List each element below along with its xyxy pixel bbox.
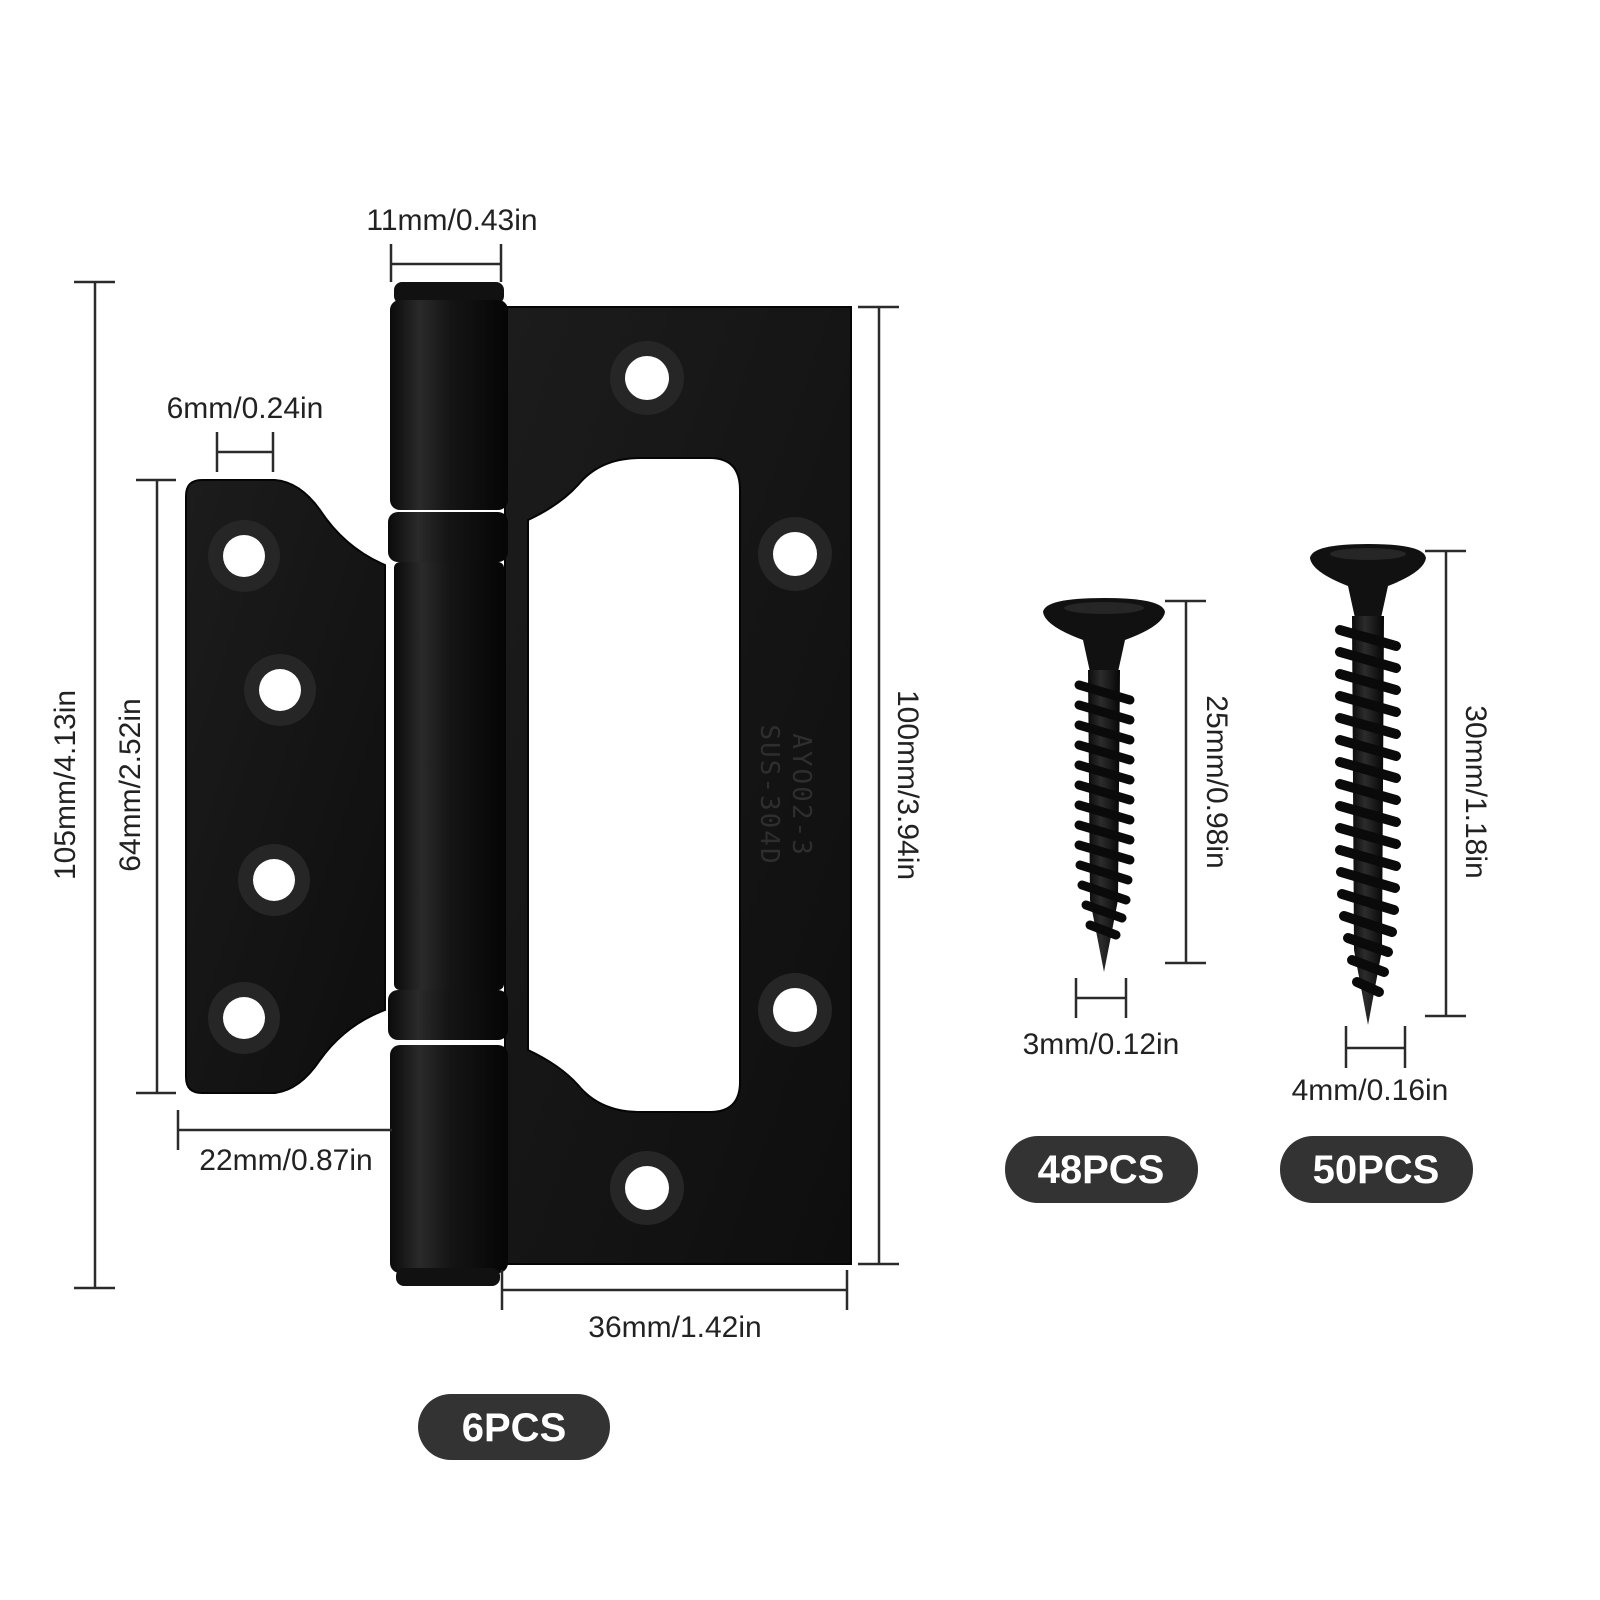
dim-inner-leaf-height-label: 64mm/2.52in — [114, 698, 147, 871]
dim-inner-leaf-width: 22mm/0.87in — [176, 1110, 392, 1177]
dim-outer-leaf-height-label: 100mm/3.94in — [891, 690, 924, 880]
hinge-dimensions: 11mm/0.43in 6mm/0.24in 105mm/4.13in 64mm… — [49, 204, 924, 1344]
outer-leaf-holes — [610, 341, 832, 1225]
screw-hole — [259, 669, 301, 711]
phillips-icon — [1064, 602, 1144, 614]
screw-hole — [625, 356, 669, 400]
short-screw-quantity-label: 48PCS — [1038, 1148, 1165, 1192]
inner-leaf-holes — [208, 520, 316, 1054]
screw-head — [1043, 598, 1165, 672]
hinge: AYO02-3 SUS-304D — [185, 282, 852, 1286]
dim-total-height: 105mm/4.13in — [49, 280, 115, 1290]
inner-leaf — [185, 479, 386, 1094]
dim-outer-leaf-height: 100mm/3.94in — [858, 305, 924, 1266]
hinge-knuckle — [388, 282, 508, 1286]
screw-hole — [253, 859, 295, 901]
screw-hole — [625, 1166, 669, 1210]
dim-short-screw-diameter-label: 3mm/0.12in — [1023, 1028, 1180, 1061]
dim-total-height-label: 105mm/4.13in — [49, 690, 82, 880]
dim-knuckle-width-label: 11mm/0.43in — [366, 204, 537, 237]
dim-tab-width-label: 6mm/0.24in — [167, 392, 324, 425]
dim-long-screw-diameter-label: 4mm/0.16in — [1292, 1074, 1449, 1107]
dim-tab-width: 6mm/0.24in — [167, 392, 324, 472]
hinge-quantity-badge: 6PCS — [418, 1394, 610, 1460]
hinge-stamp: AYO02-3 SUS-304D — [754, 724, 816, 865]
dim-short-screw-length: 25mm/0.98in — [1165, 599, 1233, 965]
dim-short-screw-diameter: 3mm/0.12in — [1023, 978, 1180, 1061]
hinge-quantity-label: 6PCS — [462, 1406, 567, 1450]
short-screw — [1043, 598, 1165, 972]
stamp-line-1: AYO02-3 — [786, 733, 816, 857]
screw-hole — [773, 988, 817, 1032]
screw-threads — [1335, 625, 1401, 997]
long-screw — [1310, 544, 1426, 1025]
dim-outer-leaf-width: 36mm/1.42in — [500, 1270, 849, 1344]
screw-hole — [223, 997, 265, 1039]
dim-knuckle-width: 11mm/0.43in — [366, 204, 538, 282]
long-screw-quantity-badge: 50PCS — [1280, 1136, 1473, 1203]
dim-long-screw-diameter: 4mm/0.16in — [1292, 1026, 1449, 1107]
dim-inner-leaf-height: 64mm/2.52in — [114, 478, 176, 1095]
dim-outer-leaf-width-label: 36mm/1.42in — [588, 1311, 761, 1344]
screw-hole — [773, 532, 817, 576]
long-screw-dimensions: 30mm/1.18in 4mm/0.16in — [1292, 549, 1492, 1107]
stamp-line-2: SUS-304D — [754, 724, 784, 865]
phillips-icon — [1330, 548, 1406, 560]
short-screw-quantity-badge: 48PCS — [1005, 1136, 1198, 1203]
dim-inner-leaf-width-label: 22mm/0.87in — [199, 1144, 372, 1177]
long-screw-quantity-label: 50PCS — [1313, 1148, 1440, 1192]
screw-hole — [223, 535, 265, 577]
dim-long-screw-length: 30mm/1.18in — [1425, 549, 1492, 1018]
screw-head — [1310, 544, 1426, 618]
dim-long-screw-length-label: 30mm/1.18in — [1459, 705, 1492, 878]
screw-threads — [1074, 680, 1135, 940]
short-screw-dimensions: 25mm/0.98in 3mm/0.12in — [1023, 599, 1233, 1061]
dim-short-screw-length-label: 25mm/0.98in — [1200, 695, 1233, 868]
